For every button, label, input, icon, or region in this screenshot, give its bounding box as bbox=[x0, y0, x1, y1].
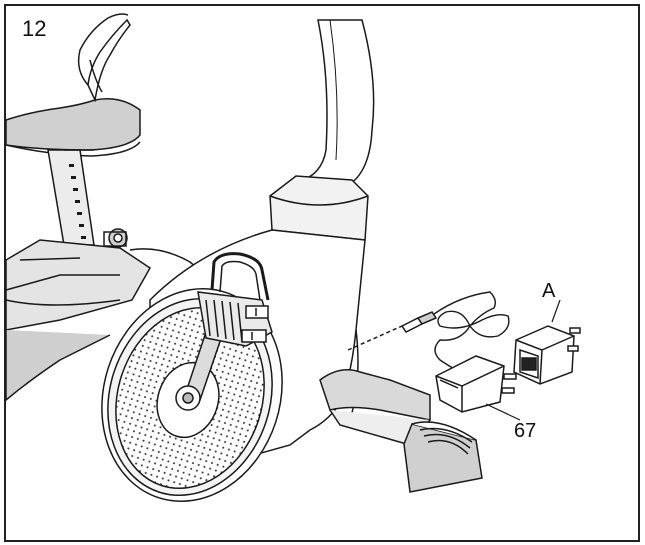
front-stabilizer bbox=[319, 369, 483, 493]
plug-adapter bbox=[513, 299, 581, 385]
power-adapter bbox=[400, 291, 521, 421]
callout-label-a: A bbox=[542, 280, 556, 302]
seat-hand bbox=[5, 13, 141, 157]
handlebar-post bbox=[269, 19, 375, 241]
pedal-strap bbox=[175, 252, 273, 411]
insertion-guide-line bbox=[347, 325, 403, 351]
step-number: 12 bbox=[22, 16, 47, 41]
frame-border bbox=[4, 4, 640, 542]
callout-label-67: 67 bbox=[514, 420, 537, 442]
